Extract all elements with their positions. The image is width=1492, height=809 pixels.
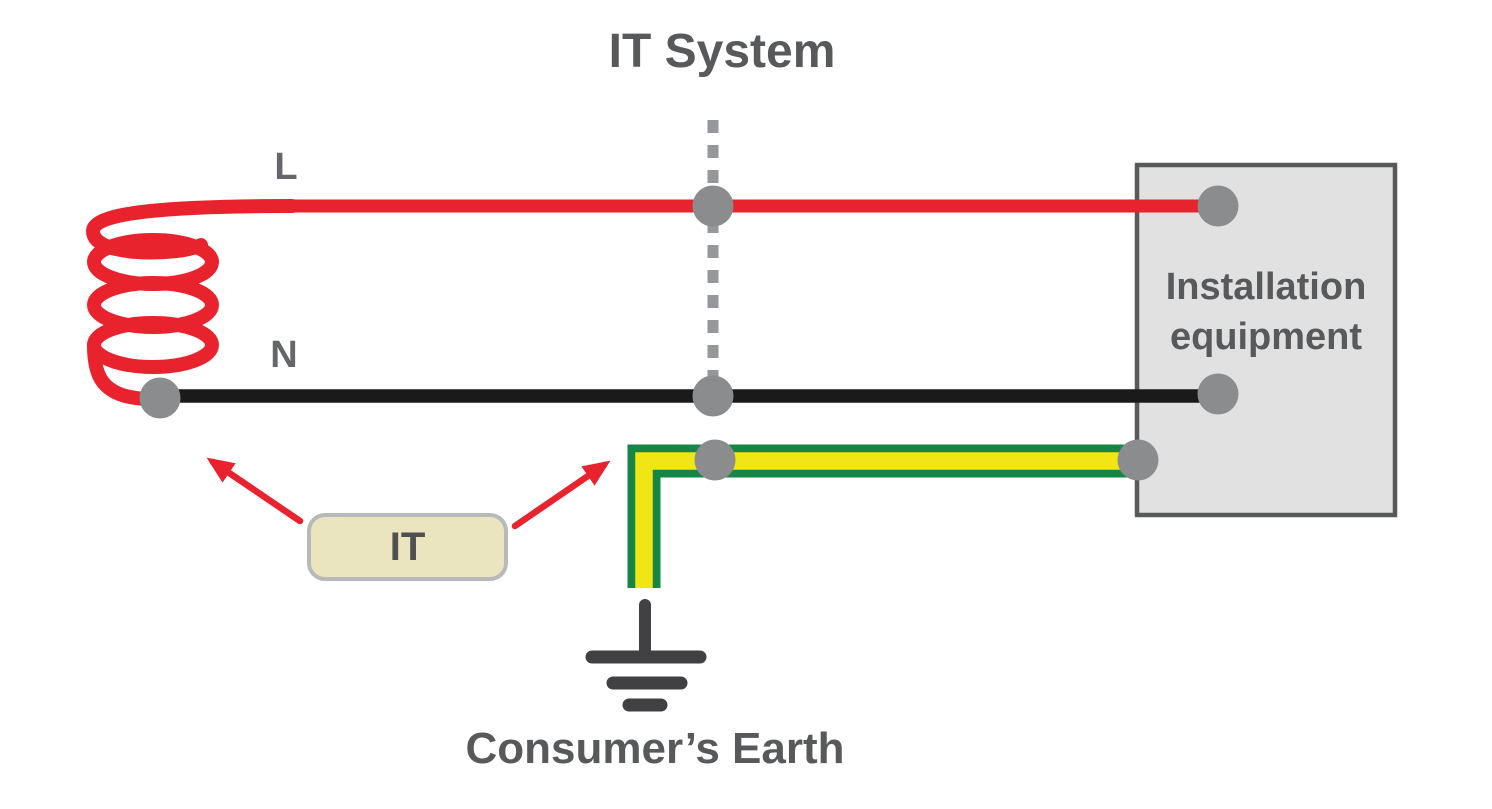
connection-node-neutral-equipment (1197, 373, 1239, 415)
connection-node-earth-mid (694, 439, 736, 481)
earth-conductor (627, 444, 1140, 588)
it-arrow-right (511, 460, 611, 530)
connection-node-line-equipment (1197, 185, 1239, 227)
earth-ground-icon (585, 599, 707, 712)
coil-entry-curve (85, 199, 299, 260)
diagram-title: IT System (608, 25, 836, 78)
installation-equipment-label: Installation equipment (1141, 262, 1391, 362)
it-badge-label: IT (389, 524, 426, 569)
it-arrow-left (206, 457, 304, 525)
it-badge: IT (307, 513, 508, 581)
connection-node-line-mid (692, 185, 734, 227)
installation-equipment-box (1134, 162, 1398, 518)
connection-node-transformer-neutral (139, 377, 181, 419)
installation-equipment-label-line1: Installation (1165, 266, 1367, 308)
earth-conductor-yellow-stripe (635, 452, 1140, 588)
transformer-coil (85, 199, 299, 407)
coil-turn (87, 316, 219, 374)
connection-node-earth-equipment (1117, 439, 1159, 481)
installation-equipment-label-line2: equipment (1169, 316, 1363, 359)
line-conductor-label: L (274, 146, 298, 188)
connection-node-neutral-mid (692, 375, 734, 417)
neutral-conductor-label: N (270, 334, 298, 376)
consumer-earth-label: Consumer’s Earth (465, 724, 845, 773)
